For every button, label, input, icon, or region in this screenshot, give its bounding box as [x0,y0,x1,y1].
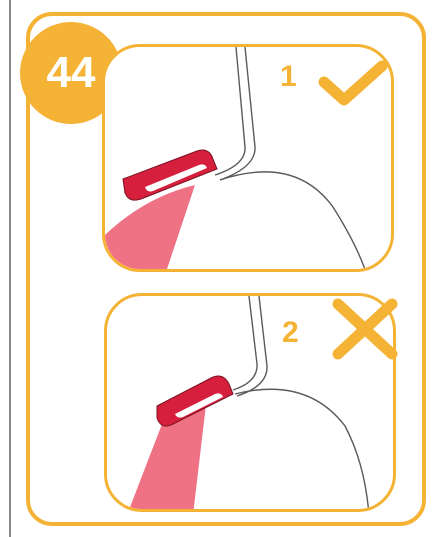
strap-edge-left [215,47,245,175]
shoulder-outline [235,389,369,512]
step-number-text: 44 [47,48,96,98]
panel-number-2: 2 [282,316,299,350]
page-margin-rule [9,0,11,537]
shoulder-outline [220,172,367,272]
cross-icon [330,296,400,362]
strap-edge-left [233,296,257,390]
panel-number-1: 1 [280,60,297,94]
checkmark-icon [318,60,388,108]
strap-edge-right [237,296,267,396]
lap-strap [105,185,195,272]
